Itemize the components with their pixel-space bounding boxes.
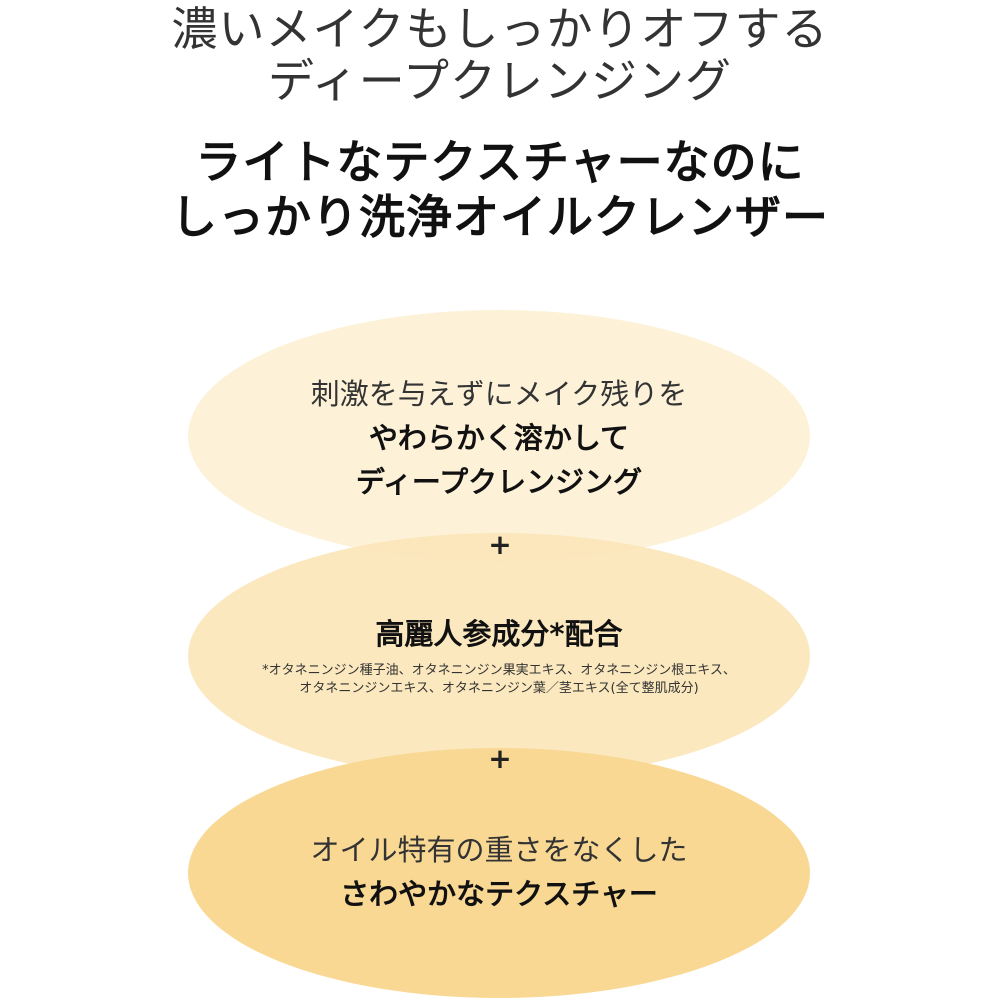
feature-3-bold-text: さわやかなテクスチャー: [340, 877, 658, 911]
feature-3-light-text: オイル特有の重さをなくした: [310, 833, 688, 867]
headline-text-2: ディープクレンジング: [267, 54, 733, 108]
plus-connector-1: +: [488, 528, 512, 561]
feature-1-bold-text-1: やわらかく溶かして: [368, 421, 630, 455]
feature-circle-3: [188, 748, 810, 998]
feature-circle-1: [188, 310, 810, 562]
feature-1-light-text: 刺激を与えずにメイク残りを: [310, 377, 688, 411]
feature-block-1: 刺激を与えずにメイク残りを やわらかく溶かして ディープクレンジング: [188, 372, 810, 504]
headline-line-1: 濃いメイクもしっかりオフする: [0, 3, 1000, 55]
feature-2-footnote-1: *オタネニンジン種子油、オタネニンジン果実エキス、オタネニンジン根エキス、: [262, 663, 736, 678]
feature-2-footnote-2: オタネニンジンエキス、オタネニンジン葉／茎エキス(全て整肌成分): [299, 681, 699, 696]
subheadline-line-2: しっかり洗浄オイルクレンザー: [171, 190, 829, 244]
feature-1-bold-text-2: ディープクレンジング: [355, 465, 643, 499]
plus-connector-2: +: [488, 742, 512, 775]
headline-text-1: 濃いメイクもしっかりオフする: [171, 2, 829, 56]
subheadline-line-1: ライトなテクスチャーなのに: [195, 135, 805, 189]
feature-block-3: オイル特有の重さをなくした さわやかなテクスチャー: [188, 828, 810, 916]
headline-line-2: ディープクレンジング: [0, 55, 1000, 107]
feature-2-bold-text: 高麗人参成分*配合: [375, 617, 623, 651]
feature-block-2: 高麗人参成分*配合 *オタネニンジン種子油、オタネニンジン果実エキス、オタネニン…: [188, 612, 810, 698]
feature-circle-2: [188, 533, 810, 779]
